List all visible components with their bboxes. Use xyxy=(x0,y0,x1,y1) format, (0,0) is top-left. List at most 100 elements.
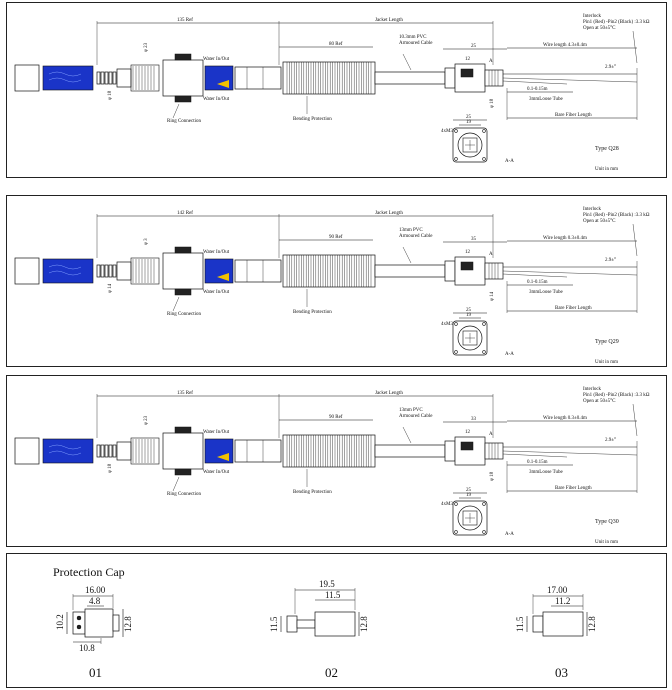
ring-dia-label: φ 23 xyxy=(144,42,149,52)
square-width-label: 25 xyxy=(466,488,472,493)
connector-nose xyxy=(14,437,40,465)
loose-tube-label: 3mmLoose Tube xyxy=(529,97,564,102)
type-label: Type Q30 xyxy=(595,519,619,525)
dim-12-label: 12 xyxy=(465,430,471,435)
type-label: Type Q29 xyxy=(595,339,619,345)
cable-spec-label: 13mm PVC xyxy=(399,228,423,233)
cap-02: 19.5 11.5 11.5 12.8 02 xyxy=(269,579,369,680)
bare-fiber-label: Bare Fiber Length xyxy=(555,486,592,491)
section-aa-label: A-A xyxy=(505,532,514,537)
ref-length-label: 135 Ref xyxy=(177,391,193,396)
protection-cap-panel: Protection Cap 16.00 4.8 10.8 10.2 12.8 … xyxy=(6,553,667,688)
end-connector xyxy=(454,256,486,286)
jacket-length-label: Jacket Length xyxy=(375,211,403,216)
water-in-label: Water In/Out xyxy=(203,430,230,435)
section-view xyxy=(452,127,488,163)
unit-label: Unit in mm xyxy=(595,360,618,365)
interlock-title: Interlock xyxy=(583,14,602,19)
wire-length-label: Wire length 0.3±0.4m xyxy=(543,236,587,241)
fiber-dia-label: 2.9±° xyxy=(605,65,616,70)
section-view xyxy=(452,500,488,536)
cap-01-top-dim: 16.00 xyxy=(85,585,106,595)
end-connector xyxy=(454,63,486,93)
cap-02-top-dim: 19.5 xyxy=(319,579,335,589)
ref-length-label: 135 Ref xyxy=(177,18,193,23)
bending-protection-label: Bending Protection xyxy=(293,310,332,315)
protection-length-label: 90 Ref xyxy=(329,415,343,420)
connector-head-blue xyxy=(42,65,94,91)
protection-cap-title: Protection Cap xyxy=(53,565,125,579)
square-inner-label: 19 xyxy=(466,493,472,498)
ring-dia-label: φ 3 xyxy=(144,238,149,245)
ring-connection-label: Ring Connection xyxy=(167,312,202,317)
interlock-pins: Pin1 (Red) -Pin2 (Black) :3.3 kΩ xyxy=(583,213,650,218)
end-dia-label: φ 14 xyxy=(490,291,495,301)
flow-arrow-icon xyxy=(217,80,229,88)
armoured-cable xyxy=(374,71,446,85)
protection-length-label: 80 Ref xyxy=(329,42,343,47)
cap-03-right-dim: 12.8 xyxy=(587,616,597,632)
ring-connection-label: Ring Connection xyxy=(167,492,202,497)
end-connector xyxy=(454,436,486,466)
square-inner-label: 19 xyxy=(466,313,472,318)
ref-length-label: 142 Ref xyxy=(177,211,193,216)
cap-02-left-dim: 11.5 xyxy=(269,616,279,632)
cable-spec-label: 10.3mm PVC xyxy=(399,35,427,40)
water-block xyxy=(162,252,204,290)
cap-01-bottom-dim: 10.8 xyxy=(79,643,95,653)
section-a-label: A xyxy=(489,59,493,64)
body-dia-label: φ 18 xyxy=(108,463,113,473)
bending-protection xyxy=(282,254,376,288)
end-dia-label: φ 18 xyxy=(490,98,495,108)
cap-01-left-dim: 10.2 xyxy=(55,614,65,630)
cap-01: 16.00 4.8 10.8 10.2 12.8 01 xyxy=(55,585,133,680)
cap-03-left-dim: 11.5 xyxy=(515,616,525,632)
interlock-open: Open at 50±5°C xyxy=(583,26,616,31)
cap-02-right-dim: 12.8 xyxy=(359,616,369,632)
bare-fiber-label: Bare Fiber Length xyxy=(555,113,592,118)
loose-range-label: 0.1-0.15m xyxy=(527,460,548,465)
connector-head-blue xyxy=(42,258,94,284)
interlock-title: Interlock xyxy=(583,387,602,392)
interlock-open: Open at 50±5°C xyxy=(583,219,616,224)
water-out-label: Water In/Out xyxy=(203,97,230,102)
unit-label: Unit in mm xyxy=(595,167,618,172)
protection-length-label: 90 Ref xyxy=(329,235,343,240)
cap-02-number: 02 xyxy=(325,665,338,680)
section-a-label: A xyxy=(489,432,493,437)
jacket-length-label: Jacket Length xyxy=(375,18,403,23)
square-inner-label: 19 xyxy=(466,120,472,125)
loose-tube-label: 3mmLoose Tube xyxy=(529,290,564,295)
water-in-label: Water In/Out xyxy=(203,57,230,62)
armoured-cable xyxy=(374,444,446,458)
bending-protection xyxy=(282,61,376,95)
water-out-label: Water In/Out xyxy=(203,470,230,475)
dim-12-label: 12 xyxy=(465,250,471,255)
dim-12-label: 12 xyxy=(465,57,471,62)
water-block xyxy=(162,432,204,470)
ring-dia-label: φ 23 xyxy=(144,415,149,425)
section-view xyxy=(452,320,488,356)
bare-fiber-label: Bare Fiber Length xyxy=(555,306,592,311)
cap-03-inner-dim: 11.2 xyxy=(555,596,570,606)
section-a-label: A xyxy=(489,252,493,257)
water-in-label: Water In/Out xyxy=(203,250,230,255)
cable-type-label: Armoured Cable xyxy=(399,414,433,419)
thread-label: 4xM3 xyxy=(441,129,453,134)
flow-arrow-icon xyxy=(217,453,229,461)
wire-length-label: Wire length 4.3±0.4m xyxy=(543,43,587,48)
cap-02-inner-dim: 11.5 xyxy=(325,590,341,600)
protection-cap-drawing: Protection Cap 16.00 4.8 10.8 10.2 12.8 … xyxy=(53,565,597,680)
cap-03-number: 03 xyxy=(555,665,568,680)
thread-label: 4xM3 xyxy=(441,322,453,327)
flow-arrow-icon xyxy=(217,273,229,281)
body-dia-label: φ 14 xyxy=(108,283,113,293)
loose-range-label: 0.1-0.15m xyxy=(527,87,548,92)
unit-label: Unit in mm xyxy=(595,540,618,545)
bending-protection-label: Bending Protection xyxy=(293,117,332,122)
cap-01-inner-dim: 4.8 xyxy=(89,596,101,606)
interlock-open: Open at 50±5°C xyxy=(583,399,616,404)
